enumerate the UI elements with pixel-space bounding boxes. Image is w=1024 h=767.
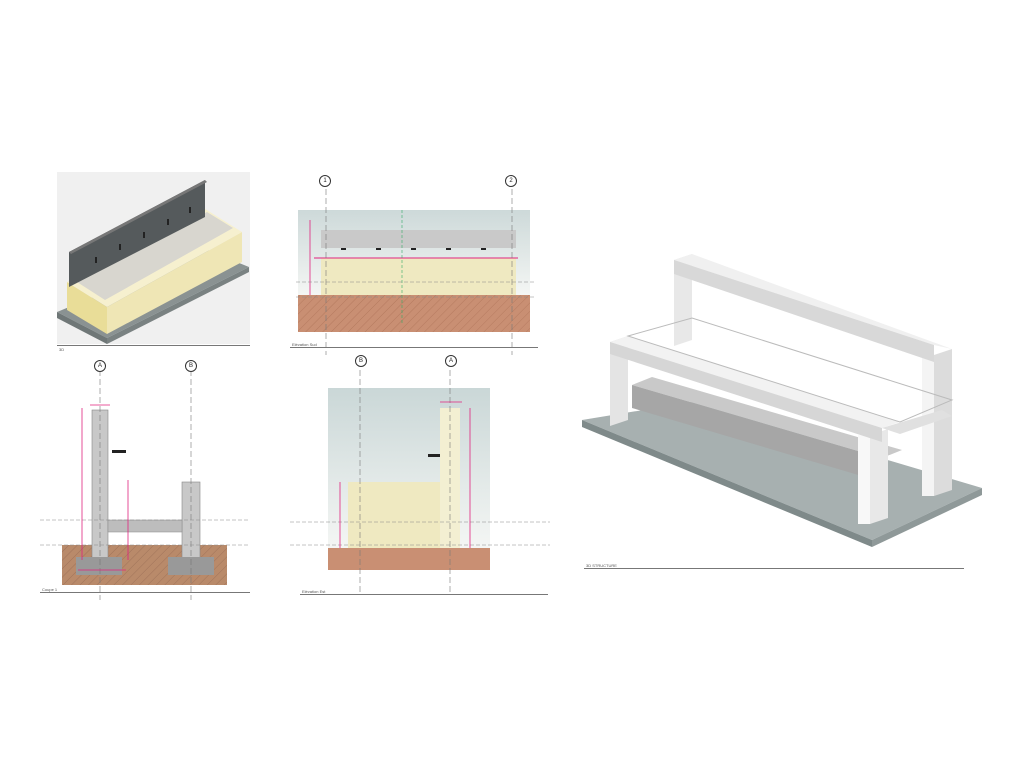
tap <box>428 454 440 457</box>
sheet-line-3d <box>57 345 250 346</box>
front-post-left <box>610 336 628 426</box>
grid-bubble-a-est: A <box>445 355 457 367</box>
back-wall <box>69 180 205 287</box>
trough-basin <box>77 212 233 300</box>
sheet-line-elev-est <box>300 594 548 595</box>
caption-3d: 3D <box>59 347 65 352</box>
tap <box>112 450 126 453</box>
soil <box>298 295 530 332</box>
low-beam-side <box>632 385 882 482</box>
grid-bubble-2: 2 <box>505 175 517 187</box>
sheet-line-elev-sud <box>290 347 538 348</box>
trough-end <box>348 482 456 548</box>
caption-elevation-sud: Elévation Sud <box>292 342 317 347</box>
view-elevation-est <box>290 370 550 595</box>
top-rail <box>674 254 952 349</box>
front-post-right <box>870 429 888 524</box>
elevation-est-drawing <box>290 370 550 595</box>
back-post-right <box>934 349 952 496</box>
view-elevation-sud <box>296 180 536 355</box>
low-beam-top <box>632 377 902 458</box>
elevation-sud-drawing <box>296 180 536 355</box>
soil <box>328 548 490 570</box>
sheet-line-3d-structure <box>584 568 964 569</box>
grid-bubble-b-est: B <box>355 355 367 367</box>
front-wall <box>181 481 201 561</box>
trough-front-left <box>67 282 107 334</box>
view-3d-small <box>57 172 250 344</box>
sheet-line-coupe <box>40 592 250 593</box>
taps <box>95 207 191 263</box>
grid-bubble-b: B <box>185 360 197 372</box>
coupe-drawing <box>40 370 250 600</box>
footing-front <box>168 557 214 575</box>
iso-structure-drawing <box>582 254 982 547</box>
grid-bubble-1: 1 <box>319 175 331 187</box>
view-3d-structure <box>582 250 982 550</box>
caption-3d-structure: 3D STRUCTURE <box>586 563 617 568</box>
caption-elevation-est: Elévation Est <box>302 589 326 594</box>
taps <box>341 248 486 250</box>
view-coupe <box>40 370 250 600</box>
basin-floor <box>107 519 183 533</box>
trough-body <box>321 258 516 295</box>
iso-trough-drawing <box>57 172 250 344</box>
front-rail <box>610 336 900 428</box>
footing-back <box>76 557 122 575</box>
back-wall <box>321 230 516 248</box>
trough-front-long <box>107 232 242 334</box>
grid-bubble-a: A <box>94 360 106 372</box>
caption-coupe: Coupe 1 <box>42 587 58 592</box>
